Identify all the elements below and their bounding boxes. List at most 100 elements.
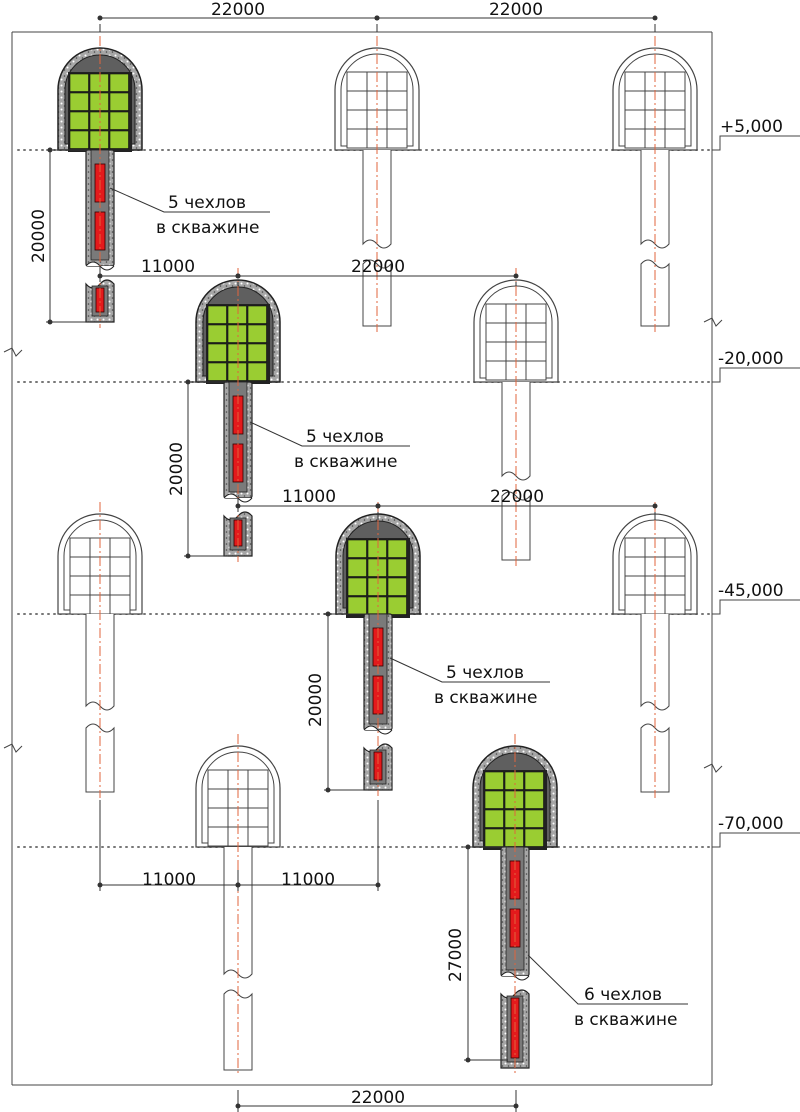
dim-line-row2-span — [375, 503, 658, 520]
dim-row1-span-a: 22000 — [211, 0, 265, 20]
empty-cell — [386, 90, 408, 111]
empty-cell — [69, 556, 91, 577]
fuel-cell — [69, 111, 89, 130]
empty-cell — [664, 128, 686, 149]
fuel-cell — [524, 828, 544, 847]
fuel-cell — [347, 596, 367, 615]
drawing-frame — [3, 31, 723, 1086]
dim-line-row4-b — [235, 800, 381, 891]
fuel-cell — [347, 577, 367, 596]
dim-line-row3-depth — [324, 611, 368, 793]
fuel-cell — [367, 596, 387, 615]
fuel-cell — [504, 809, 524, 828]
dim-line-row4-depth — [464, 844, 508, 1063]
empty-cell — [624, 90, 646, 111]
empty-cell — [207, 826, 229, 847]
empty-cell — [624, 537, 646, 558]
fuel-cell — [227, 305, 247, 324]
fuel-cell — [247, 362, 267, 381]
empty-cell — [624, 556, 646, 577]
unit-row2-filled — [195, 268, 281, 562]
empty-cell — [109, 556, 131, 577]
fuel-cell — [524, 771, 544, 790]
fuel-cell — [347, 539, 367, 558]
fuel-cell — [207, 362, 227, 381]
fuel-cell — [109, 111, 129, 130]
dim-row2-well-depth: 20000 — [167, 442, 187, 496]
empty-cell — [664, 594, 686, 615]
empty-cell — [664, 537, 686, 558]
note-row3-line2: в скважине — [434, 688, 537, 708]
empty-cell — [386, 71, 408, 92]
fuel-cell — [247, 324, 267, 343]
unit-row3-empty-a — [57, 502, 143, 798]
empty-cell — [624, 594, 646, 615]
empty-cell — [109, 575, 131, 596]
fuel-cell — [207, 305, 227, 324]
empty-cell — [525, 303, 547, 324]
empty-cell — [485, 322, 507, 343]
empty-cell — [207, 769, 229, 790]
fuel-cell — [367, 577, 387, 596]
dim-line-row1-c — [235, 273, 519, 286]
level-lines — [17, 135, 800, 848]
note-row4-line2: в скважине — [574, 1010, 677, 1030]
dim-row1-offset: 11000 — [141, 257, 195, 277]
fuel-cell — [89, 92, 109, 111]
dim-row1-span-b: 22000 — [489, 0, 543, 20]
fuel-cell — [109, 92, 129, 111]
note-row1-line2: в скважине — [156, 218, 259, 238]
dim-line-bottom — [235, 1090, 519, 1112]
fuel-cell — [69, 73, 89, 92]
empty-cell — [247, 826, 269, 847]
dim-line-row1-b — [374, 15, 658, 32]
empty-cell — [69, 575, 91, 596]
unit-row1-empty-a — [334, 36, 420, 332]
fuel-cell — [247, 305, 267, 324]
unit-row3-filled — [335, 502, 421, 796]
fuel-cell — [484, 828, 504, 847]
fuel-cell — [89, 111, 109, 130]
fuel-cell — [484, 809, 504, 828]
fuel-cell — [387, 596, 407, 615]
fuel-cell — [524, 809, 544, 828]
fuel-cell — [227, 343, 247, 362]
fuel-cell — [387, 539, 407, 558]
level-label-minus-70000: -70,000 — [718, 814, 784, 834]
level-label-minus-20000: -20,000 — [718, 349, 784, 369]
fuel-cell — [504, 771, 524, 790]
empty-cell — [69, 594, 91, 615]
fuel-cell — [227, 324, 247, 343]
empty-cell — [525, 322, 547, 343]
unit-row4-empty — [195, 734, 281, 1076]
empty-cell — [485, 303, 507, 324]
dimension-lines — [46, 15, 658, 1112]
fuel-cell — [524, 790, 544, 809]
fuel-cell — [367, 558, 387, 577]
empty-cell — [624, 575, 646, 596]
fuel-cell — [69, 92, 89, 111]
fuel-cell — [109, 130, 129, 149]
dim-row1-span-c: 22000 — [351, 257, 405, 277]
empty-cell — [386, 128, 408, 149]
note-row4-line1: 6 чехлов — [584, 985, 662, 1005]
empty-cell — [346, 109, 368, 130]
level-label-minus-45000: -45,000 — [718, 581, 784, 601]
empty-cell — [624, 128, 646, 149]
fuel-cell — [347, 558, 367, 577]
fuel-cell — [69, 130, 89, 149]
dim-row2-span: 22000 — [490, 487, 544, 507]
note-row1-line1: 5 чехлов — [168, 193, 246, 213]
empty-cell — [207, 788, 229, 809]
storage-units — [57, 36, 698, 1076]
fuel-cell — [387, 577, 407, 596]
dim-row3-well-depth: 20000 — [306, 673, 326, 727]
fuel-cell — [247, 343, 267, 362]
empty-cell — [109, 594, 131, 615]
dim-row4-span-b: 11000 — [281, 870, 335, 890]
dim-row1-well-depth: 20000 — [29, 209, 49, 263]
dim-line-row1-depth — [46, 147, 90, 325]
fuel-cell — [109, 73, 129, 92]
level-labels: +5,000 -20,000 -45,000 -70,000 — [718, 117, 784, 834]
